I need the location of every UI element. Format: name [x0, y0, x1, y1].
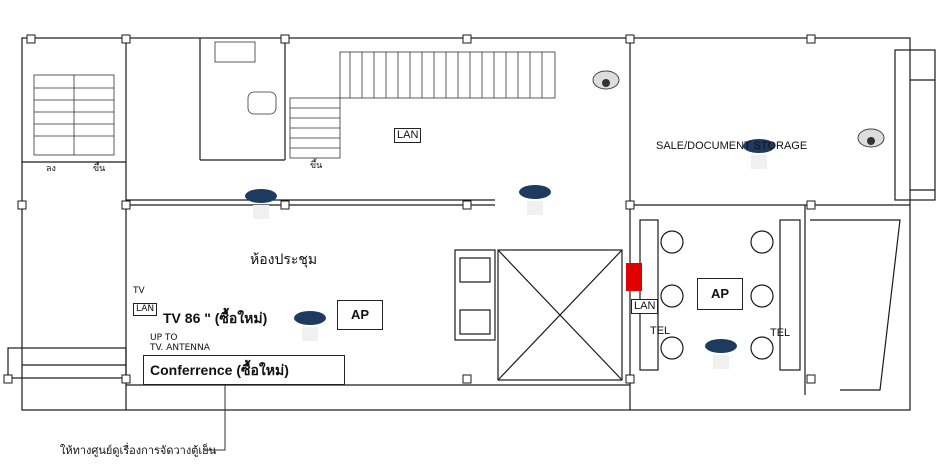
column-markers: [3, 34, 816, 384]
smoke-detector-icon: [245, 189, 277, 219]
red-marker: [626, 263, 642, 291]
ap-label-meeting: AP: [337, 300, 383, 330]
room-label-meeting: ห้องประชุม: [250, 251, 318, 267]
ap-label-office: AP: [697, 278, 743, 310]
stair-up-label-2: ขึ้น: [310, 161, 323, 171]
tv-label: TV 86 " (ซื้อใหม่): [163, 310, 268, 326]
smoke-detector-icon: [705, 339, 737, 369]
tel-left-label: TEL: [650, 325, 671, 337]
smoke-detector-icon: [519, 185, 551, 215]
desk-right: [779, 219, 801, 371]
tv-small-label: TV: [133, 286, 145, 296]
lan-label: LAN: [394, 128, 422, 143]
main-stair: [289, 51, 556, 159]
toilet-room: [214, 41, 277, 115]
desk-left: [639, 219, 659, 371]
smoke-detector-icon: [743, 139, 775, 169]
stair-up-label: ขึ้น: [93, 164, 106, 174]
void-shaft: [497, 249, 623, 381]
dome-camera-icon: [592, 70, 620, 90]
footnote: ให้ทางศูนย์ดูเรื่องการจัดวางตู้เย็น: [60, 445, 217, 457]
dome-camera-icon: [857, 128, 885, 148]
smoke-detector-icon: [294, 311, 326, 341]
lan-office-label: LAN: [631, 299, 659, 314]
lan-tv-label: LAN: [133, 303, 158, 316]
stair-down-label: ลง: [46, 164, 56, 174]
tel-right-label: TEL: [770, 327, 791, 339]
left-stair: [33, 74, 115, 156]
antenna-label: UP TO TV. ANTENNA: [150, 333, 210, 353]
sofa: [454, 249, 496, 341]
conference-label: Conferrence (ซื้อใหม่): [143, 355, 345, 385]
room-label-sale: SALE/DOCUMENT STORAGE: [656, 140, 808, 152]
